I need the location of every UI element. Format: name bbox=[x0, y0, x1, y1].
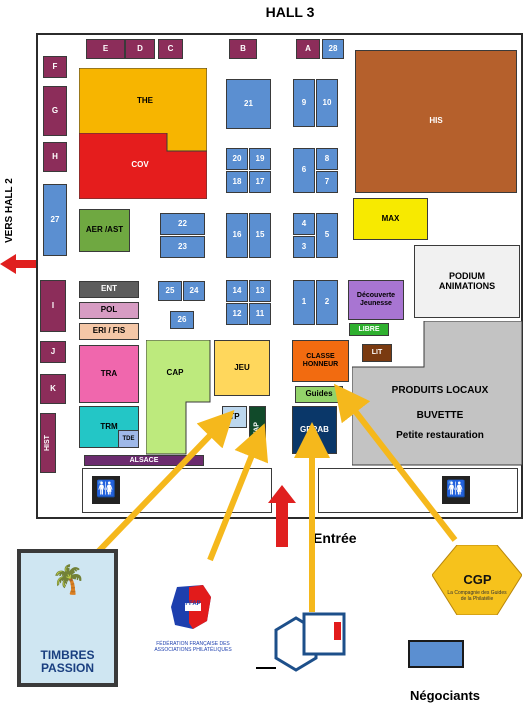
zone-max[interactable]: MAX bbox=[353, 198, 428, 240]
stand-28[interactable]: 28 bbox=[322, 39, 344, 59]
zone-cov[interactable]: COV bbox=[131, 160, 149, 169]
stand-5[interactable]: 5 bbox=[316, 213, 338, 258]
stand-13[interactable]: 13 bbox=[249, 280, 271, 302]
zone-ent[interactable]: ENT bbox=[79, 281, 139, 298]
logo-ffap-mark: FFAP bbox=[185, 601, 201, 607]
stand-25[interactable]: 25 bbox=[158, 281, 182, 301]
stand-4[interactable]: 4 bbox=[293, 213, 315, 235]
entrance-arrow-icon bbox=[268, 485, 296, 547]
logo-cgp-shape bbox=[432, 545, 522, 615]
hall-title: HALL 3 bbox=[265, 4, 315, 20]
stand-16[interactable]: 16 bbox=[226, 213, 248, 258]
zone-jeu[interactable]: JEU bbox=[214, 340, 270, 396]
zone-pol[interactable]: POL bbox=[79, 302, 139, 319]
stamp-logo-icon bbox=[256, 612, 346, 672]
stand-14[interactable]: 14 bbox=[226, 280, 248, 302]
stand-18[interactable]: 18 bbox=[226, 171, 248, 193]
stand-24[interactable]: 24 bbox=[183, 281, 205, 301]
logo-cgp-sub: La Compagnie des Guides de la Philatélie bbox=[447, 590, 507, 602]
zone-petite-restauration[interactable]: Petite restauration bbox=[396, 430, 484, 441]
zone-eri-fis[interactable]: ERI / FIS bbox=[79, 323, 139, 340]
stand-8[interactable]: 8 bbox=[316, 148, 338, 170]
logo-passion-text: PASSION bbox=[40, 661, 95, 675]
zone-classe-honneur[interactable]: CLASSE HONNEUR bbox=[292, 340, 349, 382]
stand-g[interactable]: G bbox=[43, 86, 67, 136]
zone-lit[interactable]: LIT bbox=[362, 344, 392, 362]
stand-d[interactable]: D bbox=[125, 39, 155, 59]
stand-1[interactable]: 1 bbox=[293, 280, 315, 325]
zone-alsace[interactable]: ALSACE bbox=[84, 455, 204, 466]
logo-ffap-text: FÉDÉRATION FRANÇAISE DES ASSOCIATIONS PH… bbox=[154, 641, 232, 653]
logo-timbres-text: TIMBRES bbox=[40, 648, 95, 662]
stand-17[interactable]: 17 bbox=[249, 171, 271, 193]
stand-9[interactable]: 9 bbox=[293, 79, 315, 127]
stand-e[interactable]: E bbox=[86, 39, 125, 59]
zone-cov-shape bbox=[79, 133, 207, 199]
stand-23[interactable]: 23 bbox=[160, 236, 205, 258]
stand-11[interactable]: 11 bbox=[249, 303, 271, 325]
legend-negociant-swatch bbox=[408, 640, 464, 668]
stand-f[interactable]: F bbox=[43, 56, 67, 78]
zone-decouverte-jeunesse[interactable]: Découverte Jeunesse bbox=[348, 280, 404, 320]
stand-12[interactable]: 12 bbox=[226, 303, 248, 325]
stand-26[interactable]: 26 bbox=[170, 311, 194, 329]
logo-ffap: FFAP FÉDÉRATION FRANÇAISE DES ASSOCIATIO… bbox=[145, 563, 241, 659]
logo-timbres-passion: 🌴 TIMBRES PASSION bbox=[17, 549, 118, 687]
stand-10[interactable]: 10 bbox=[316, 79, 338, 127]
zone-produits-locaux[interactable]: PRODUITS LOCAUX bbox=[391, 385, 489, 396]
legend-negociant-label: Négociants bbox=[409, 688, 481, 703]
zone-tde[interactable]: TDE bbox=[118, 430, 139, 448]
stand-6[interactable]: 6 bbox=[293, 148, 315, 193]
stand-7[interactable]: 7 bbox=[316, 171, 338, 193]
restroom-right-icon: 🚻 bbox=[442, 476, 470, 504]
zone-aer-ast[interactable]: AER /AST bbox=[79, 209, 130, 252]
stand-k[interactable]: K bbox=[40, 374, 66, 404]
zone-produits-shape bbox=[352, 321, 523, 466]
stand-15[interactable]: 15 bbox=[249, 213, 271, 258]
zone-the[interactable]: THE bbox=[137, 96, 153, 105]
stand-27[interactable]: 27 bbox=[43, 184, 67, 256]
zone-buvette[interactable]: BUVETTE bbox=[416, 410, 464, 421]
logo-cgp-text: CGP bbox=[463, 572, 492, 587]
zone-tra[interactable]: TRA bbox=[79, 345, 139, 403]
zone-cap[interactable]: CAP bbox=[166, 368, 184, 377]
stand-j[interactable]: J bbox=[40, 341, 66, 363]
palm-tree-icon: 🌴 bbox=[51, 564, 86, 595]
zone-libre[interactable]: LIBRE bbox=[349, 323, 389, 336]
zone-cap-shape bbox=[146, 340, 211, 455]
zone-his[interactable]: HIS bbox=[355, 50, 517, 193]
stand-2[interactable]: 2 bbox=[316, 280, 338, 325]
stand-i[interactable]: I bbox=[40, 280, 66, 332]
stand-h[interactable]: H bbox=[43, 142, 67, 172]
exit-arrow-left-icon bbox=[0, 254, 66, 274]
zone-podium[interactable]: PODIUM ANIMATIONS bbox=[414, 245, 520, 318]
stand-22[interactable]: 22 bbox=[160, 213, 205, 235]
entrance-label: Entrée bbox=[313, 530, 357, 546]
stand-a[interactable]: A bbox=[296, 39, 320, 59]
stand-b[interactable]: B bbox=[229, 39, 257, 59]
stand-3[interactable]: 3 bbox=[293, 236, 315, 258]
restroom-left-icon: 🚻 bbox=[92, 476, 120, 504]
stand-20[interactable]: 20 bbox=[226, 148, 248, 170]
stand-c[interactable]: C bbox=[158, 39, 183, 59]
stand-21[interactable]: 21 bbox=[226, 79, 271, 129]
stand-19[interactable]: 19 bbox=[249, 148, 271, 170]
